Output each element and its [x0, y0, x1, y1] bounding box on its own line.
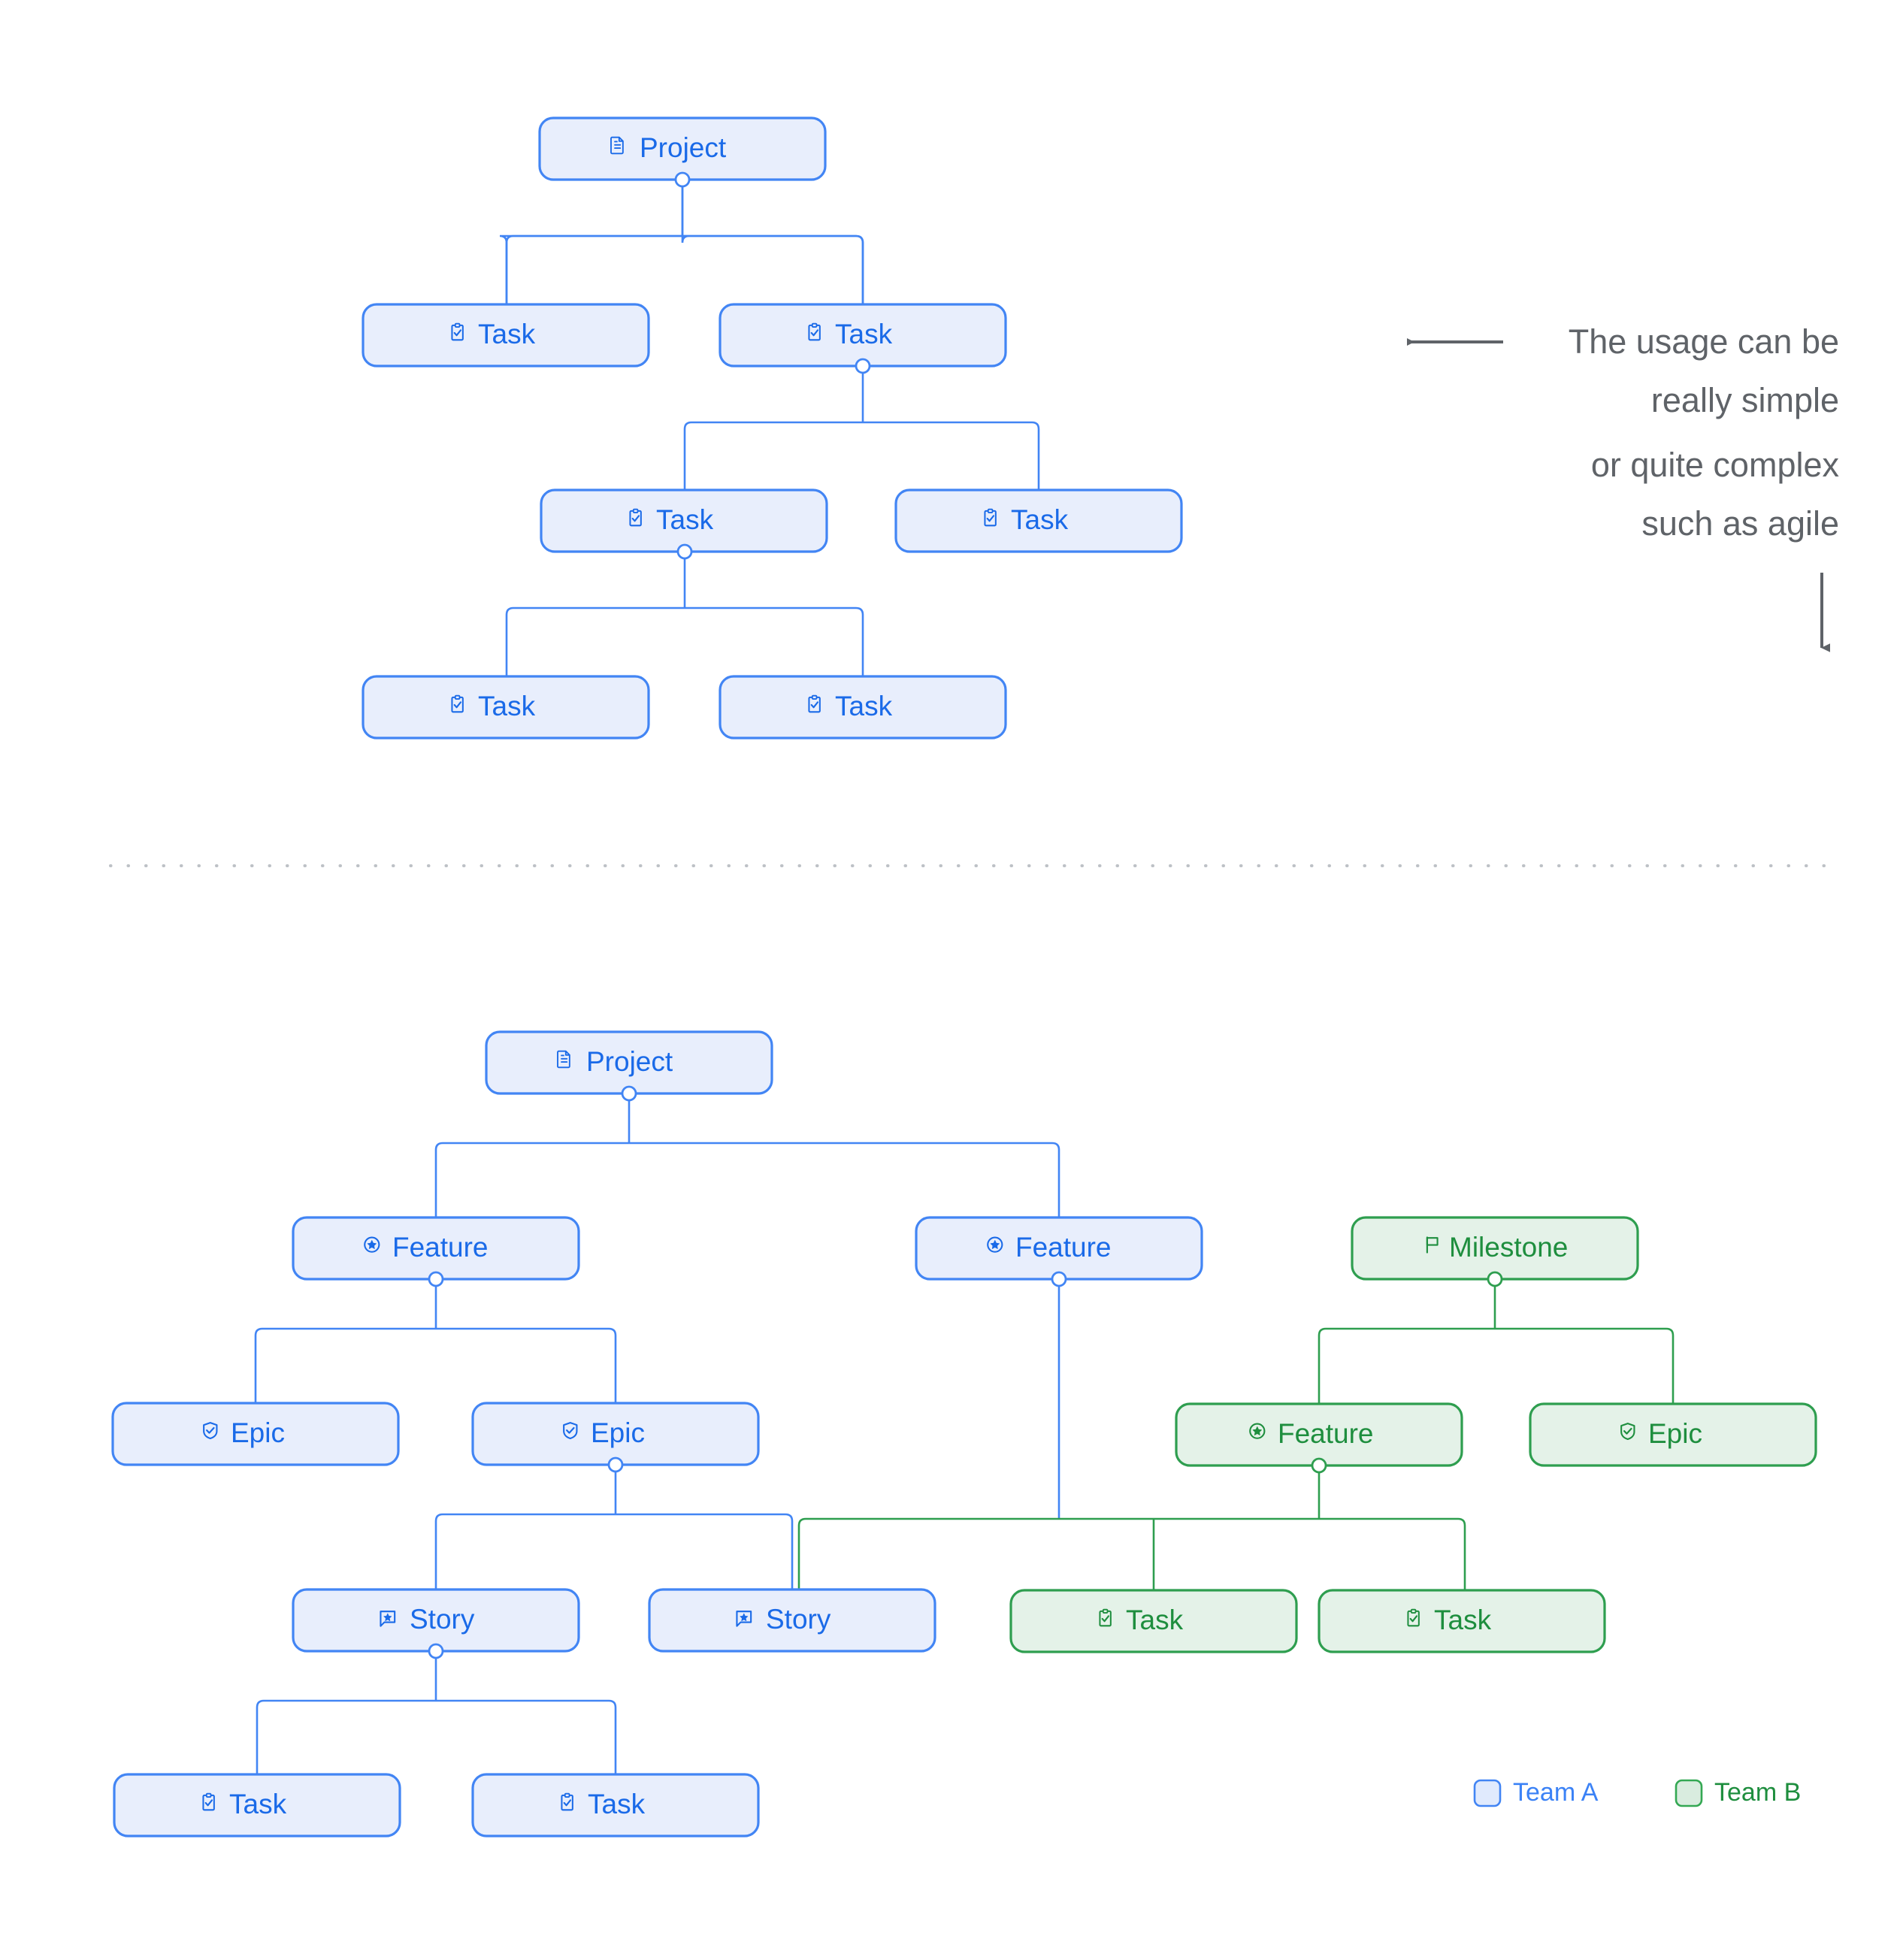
edge-epic2-stories [434, 1465, 794, 1589]
node-label: Task [229, 1789, 287, 1819]
node-project-agile[interactable]: Project [485, 1030, 773, 1102]
legend: Team A Team B [1473, 1778, 1801, 1807]
node-label: Task [588, 1789, 646, 1819]
simple-diagram-nodes: Project Task Task Task [362, 116, 1183, 740]
node-box[interactable] [648, 1588, 936, 1653]
node-feature-a1[interactable]: Feature [292, 1216, 580, 1287]
node-box[interactable] [113, 1773, 401, 1838]
connector-port [1051, 1271, 1067, 1287]
node-label: Task [478, 319, 536, 349]
node-label: Feature [1015, 1232, 1112, 1263]
connector-port [428, 1643, 444, 1659]
node-label: Task [835, 319, 893, 349]
connector-port [428, 1271, 444, 1287]
legend-swatch-icon [1675, 1779, 1703, 1807]
node-box[interactable] [1318, 1589, 1606, 1653]
legend-label: Team B [1714, 1778, 1801, 1807]
node-epic-a2[interactable]: Epic [471, 1402, 760, 1473]
agile-diagram-nodes: Project Feature Feature Milestone [111, 1030, 1817, 1838]
node-label: Epic [591, 1417, 645, 1448]
node-task-s2[interactable]: Task [719, 303, 1007, 374]
connector-port [621, 1085, 637, 1102]
node-box[interactable] [471, 1773, 760, 1838]
node-task-g2[interactable]: Task [1318, 1589, 1606, 1653]
connector-port [674, 171, 691, 188]
node-label: Task [1011, 504, 1069, 535]
node-label: Task [1126, 1605, 1184, 1635]
edge-feature1-epics [254, 1279, 617, 1403]
node-epic-b1[interactable]: Epic [1529, 1402, 1817, 1467]
annotation-line-4: such as agile [1641, 504, 1839, 543]
edge-milestone-children [1318, 1279, 1675, 1404]
edge-task2-bus [683, 366, 1040, 490]
node-box[interactable] [111, 1402, 400, 1466]
node-label: Feature [392, 1232, 489, 1263]
node-label: Milestone [1449, 1232, 1568, 1263]
node-feature-b1[interactable]: Feature [1175, 1402, 1463, 1474]
node-box[interactable] [894, 488, 1183, 553]
node-task-ab2[interactable]: Task [471, 1773, 760, 1838]
legend-swatch-icon [1473, 1779, 1502, 1807]
node-project-simple[interactable]: Project [538, 116, 827, 188]
node-label: Task [1434, 1605, 1492, 1635]
node-box[interactable] [1009, 1589, 1298, 1653]
node-task-s1[interactable]: Task [362, 303, 650, 368]
node-task-s6[interactable]: Task [719, 675, 1007, 740]
simple-diagram-edges [499, 180, 1040, 676]
node-task-s4[interactable]: Task [894, 488, 1183, 553]
node-task-s5[interactable]: Task [362, 675, 650, 740]
node-task-s3[interactable]: Task [540, 488, 828, 560]
node-epic-a1[interactable]: Epic [111, 1402, 400, 1466]
node-task-ab1[interactable]: Task [113, 1773, 401, 1838]
node-task-g1[interactable]: Task [1009, 1589, 1298, 1653]
annotation-line-2: really simple [1651, 381, 1839, 419]
node-milestone[interactable]: Milestone [1351, 1216, 1639, 1287]
node-label: Task [835, 691, 893, 721]
edge-story1-tasks [256, 1651, 617, 1774]
node-label: Task [478, 691, 536, 721]
node-label: Task [656, 504, 714, 535]
node-label: Epic [231, 1417, 285, 1448]
node-story-1[interactable]: Story [292, 1588, 580, 1659]
connector-port [1487, 1271, 1503, 1287]
annotation-line-1: The usage can be [1569, 322, 1839, 361]
node-box[interactable] [362, 303, 650, 368]
edge-task3-bus [505, 552, 864, 676]
connector-port [607, 1456, 624, 1473]
node-story-2[interactable]: Story [648, 1588, 936, 1653]
connector-port [855, 358, 871, 374]
node-label: Feature [1278, 1418, 1374, 1449]
legend-item-team-b[interactable]: Team B [1675, 1778, 1801, 1807]
node-feature-a2[interactable]: Feature [915, 1216, 1203, 1287]
annotation-line-3: or quite complex [1591, 446, 1840, 484]
node-label: Story [410, 1604, 475, 1635]
node-box[interactable] [1529, 1402, 1817, 1467]
edge-project-bus [505, 180, 864, 304]
node-box[interactable] [362, 675, 650, 740]
node-label: Epic [1648, 1418, 1702, 1449]
legend-item-team-a[interactable]: Team A [1473, 1778, 1599, 1807]
edge-project-tasks [499, 180, 864, 304]
connector-port [1311, 1457, 1327, 1474]
connector-port [676, 543, 693, 560]
legend-label: Team A [1513, 1778, 1599, 1807]
node-label: Project [586, 1046, 673, 1077]
node-label: Story [766, 1604, 831, 1635]
edge-project-features [434, 1093, 1060, 1217]
annotation-block: The usage can be really simple or quite … [1407, 322, 1840, 652]
edge-feature3-bus [797, 1465, 1466, 1589]
node-box[interactable] [719, 675, 1007, 740]
node-label: Project [640, 132, 727, 163]
